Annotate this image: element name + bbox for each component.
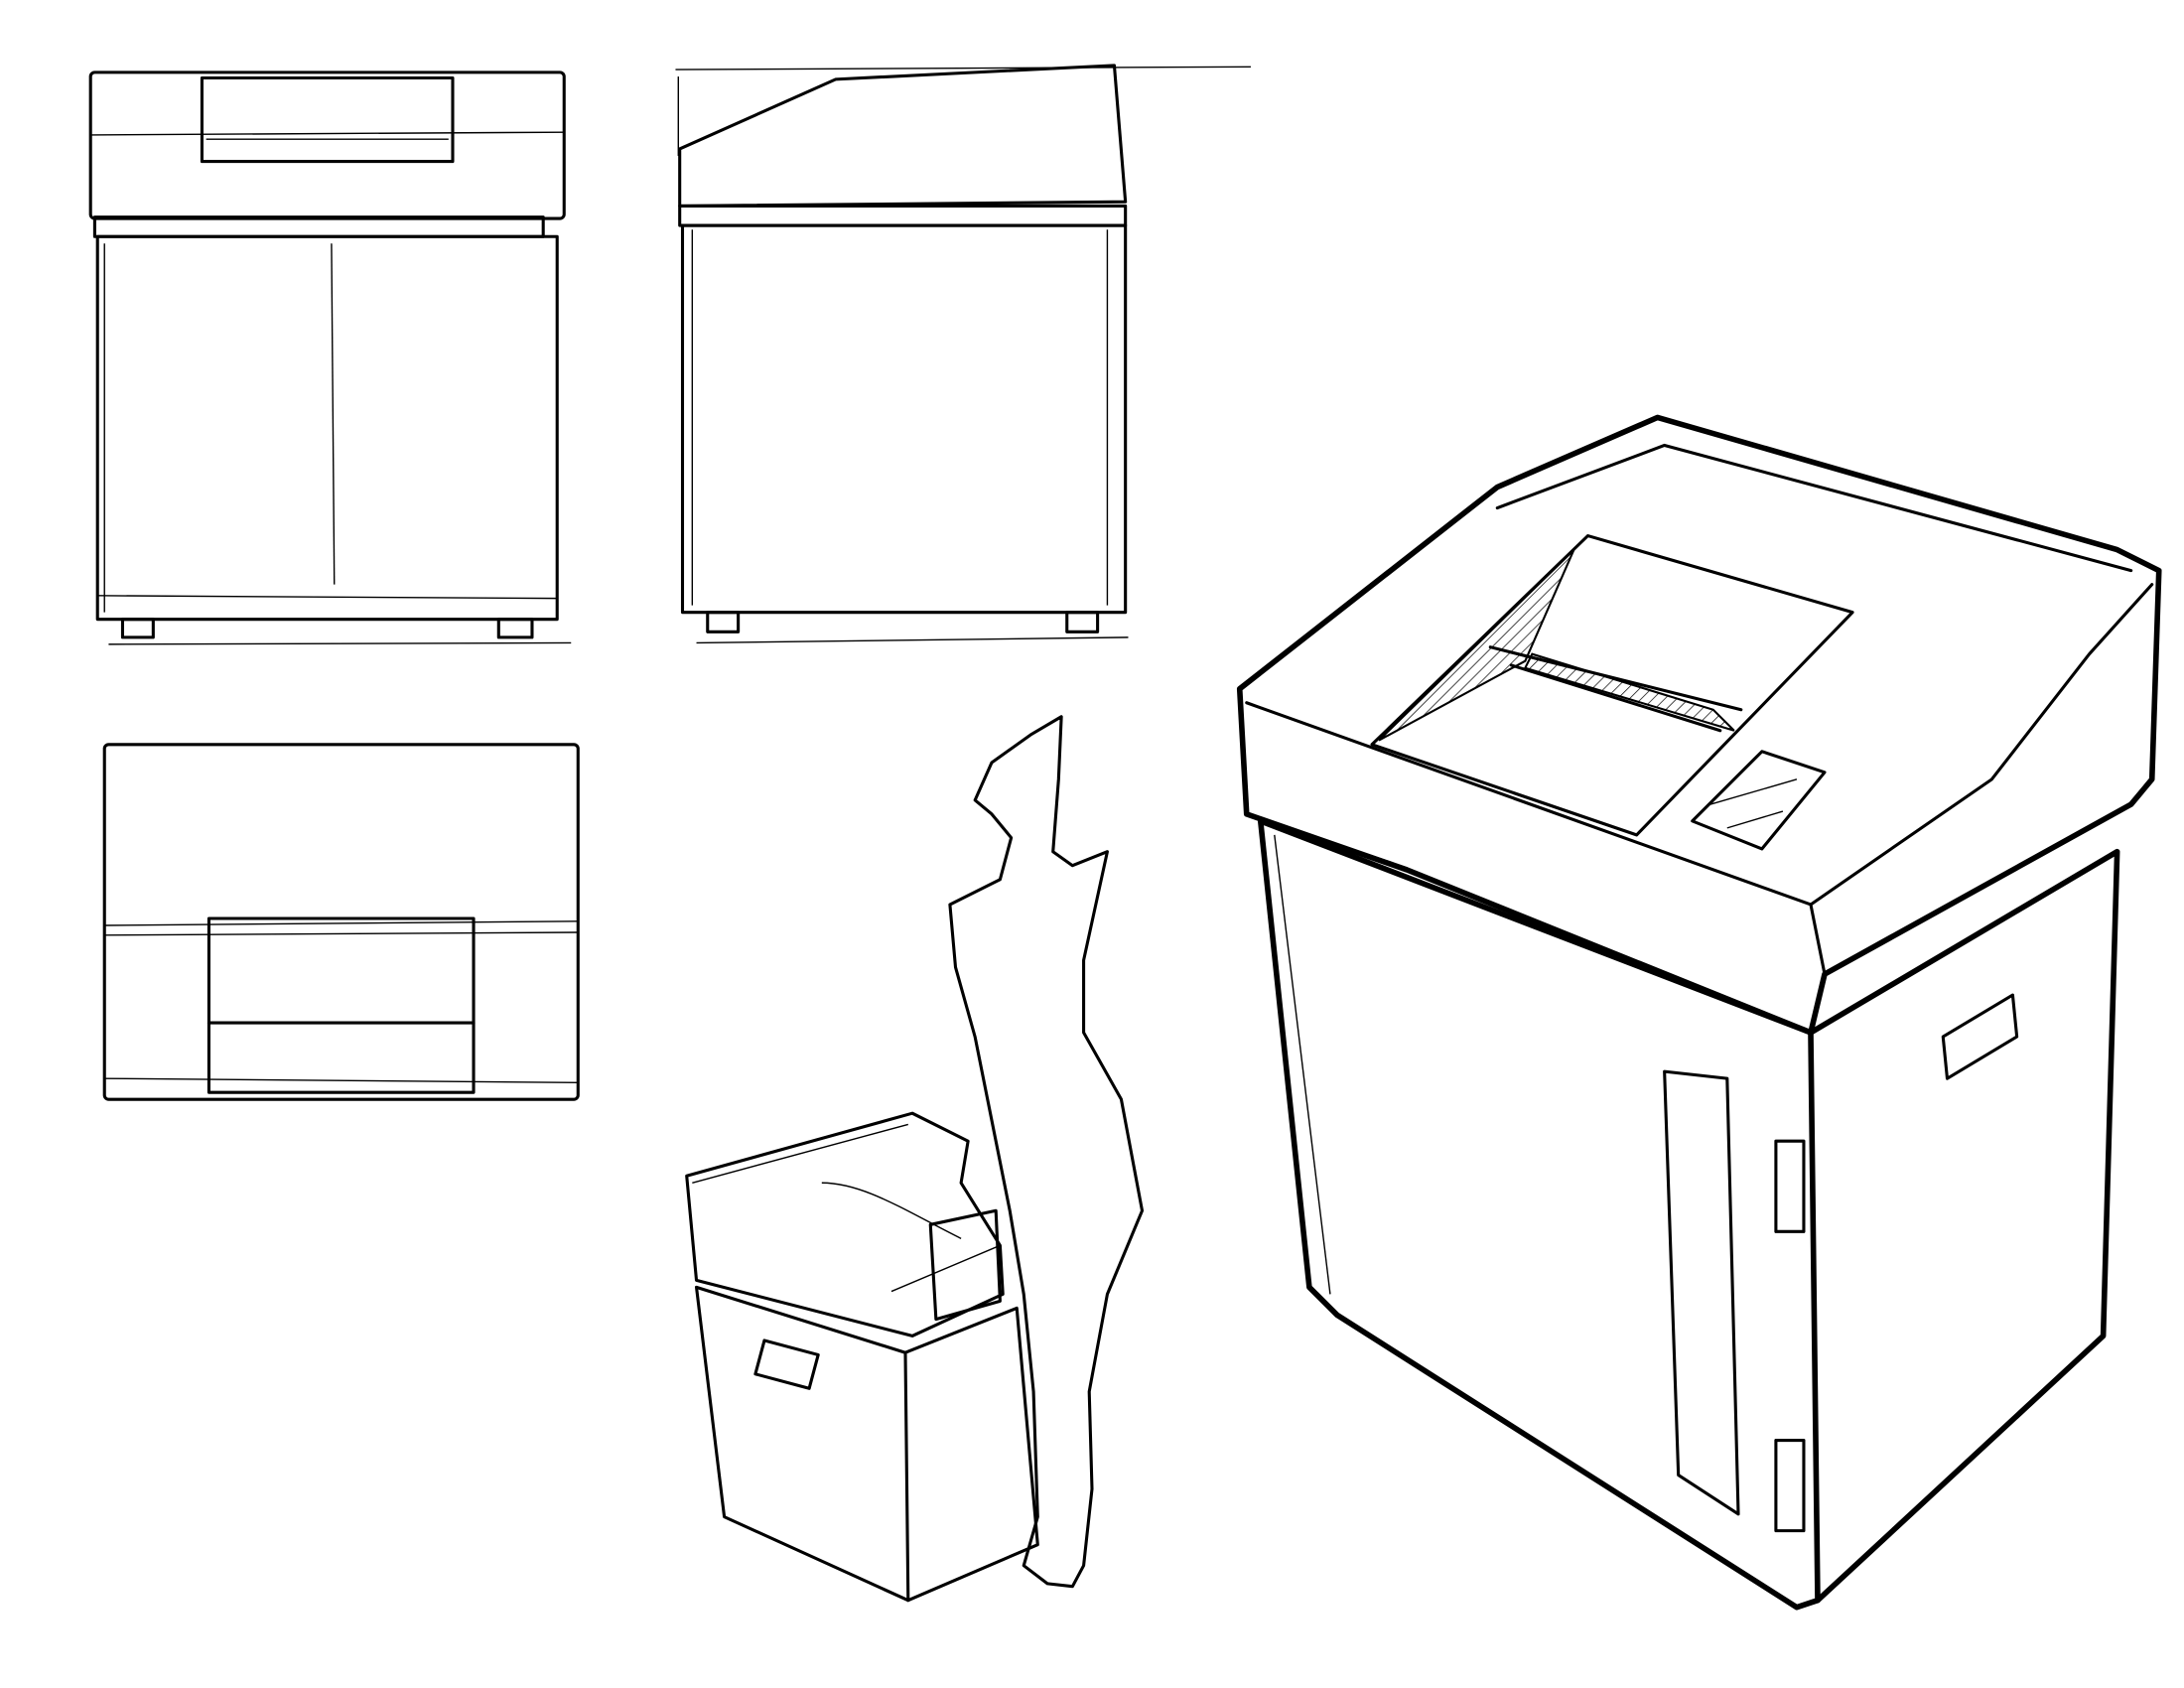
front-centerline: [331, 243, 336, 585]
paper-sheet: [928, 1208, 1002, 1322]
small-shredder-lid-lines: [692, 1123, 1001, 1293]
small-shredder-handle: [753, 1338, 820, 1390]
hinge-top: [1774, 1139, 1806, 1233]
lid-side-edge: [1809, 583, 2154, 907]
front-lid: [88, 70, 566, 220]
side-handle: [1941, 993, 2019, 1080]
front-base-line: [97, 595, 558, 600]
tray-hatch-left: [1378, 548, 1575, 742]
control-buttons: [1709, 778, 1798, 829]
side-lid: [678, 64, 1128, 208]
side-body: [680, 223, 1128, 615]
top-view: [102, 743, 580, 1101]
side-foot-right: [1065, 611, 1100, 633]
big-shredder-body-side: [1808, 848, 2120, 1604]
control-panel: [1691, 750, 1827, 851]
front-lid-line: [90, 131, 565, 136]
human-figure-silhouette: [948, 715, 1145, 1589]
bin-release-lever: [1288, 827, 1394, 864]
feed-slot-lines: [1488, 645, 1743, 733]
small-shredder-lid: [685, 1111, 1005, 1337]
front-foot-right: [496, 618, 534, 639]
bin-window: [1663, 1069, 1740, 1516]
top-base-line: [104, 1077, 579, 1084]
side-ground-line: [696, 636, 1129, 644]
front-view: [88, 70, 572, 645]
big-shredder-body-front: [1257, 818, 1821, 1611]
top-divider-line: [104, 920, 579, 926]
top-feed-opening: [206, 916, 476, 1094]
front-body: [95, 234, 559, 622]
tray-hatch-bottom: [1523, 652, 1735, 732]
front-foot-left: [120, 618, 155, 639]
small-shredder-body-side: [903, 1306, 1039, 1603]
body-edge-line: [1274, 834, 1331, 1295]
side-band: [678, 204, 1128, 227]
front-feed-slot: [200, 75, 455, 164]
front-ground-line: [108, 641, 572, 645]
small-shredder-body-front: [694, 1285, 910, 1603]
side-top-guide: [675, 66, 1251, 70]
side-view: [675, 64, 1251, 644]
scale-view: [685, 715, 1145, 1603]
hinge-bottom: [1774, 1438, 1806, 1533]
top-divider-line-2: [104, 931, 579, 936]
side-foot-left: [706, 611, 741, 633]
perspective-view: [1236, 414, 2162, 1611]
lid-top-ridge: [1495, 443, 2133, 573]
big-shredder-lid-outline: [1236, 414, 2162, 1036]
